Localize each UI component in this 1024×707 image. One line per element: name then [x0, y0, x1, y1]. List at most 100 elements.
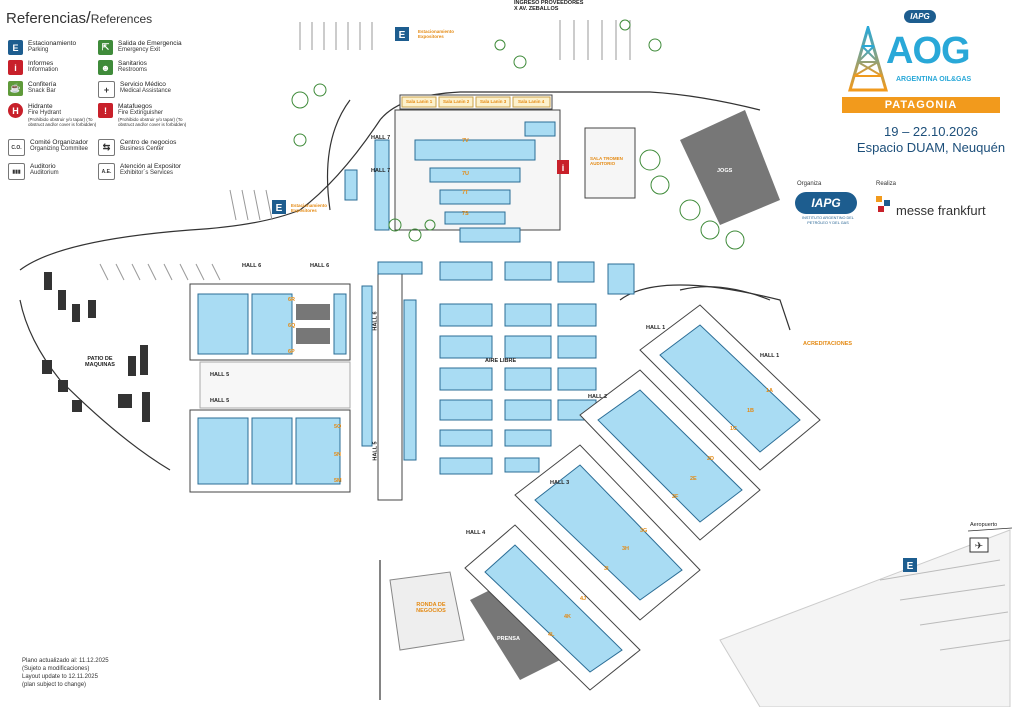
sector-code-2d: 2D [707, 456, 715, 462]
sector-code-1c: 1C [730, 426, 738, 432]
legend-title-text: Referencias [6, 10, 87, 27]
aeropuerto-label: Aeropuerto [970, 522, 998, 528]
legend-item-sublabel: Fire Extinguisher [118, 110, 164, 116]
prensa-label: PRENSA [497, 636, 520, 642]
derrick-logo-icon [848, 26, 888, 92]
emergency-exit-icon: ⇱ [98, 40, 113, 55]
ronda-label: RONDA DE NEGOCIOS [416, 602, 446, 614]
organizing-committee-icon: C.O. [8, 139, 25, 156]
sector-code-6p: 6P [288, 349, 295, 355]
sector-code-3i: 3I [604, 566, 609, 572]
hall-4-label: HALL 4 [466, 530, 486, 536]
realiza-label: Realiza [876, 181, 897, 187]
map-parking-markers: E E E [272, 27, 917, 572]
iapg-top-badge: IAPG [904, 10, 936, 23]
sector-code-4j: 4J [580, 596, 587, 602]
patio-maquinas-label: PATIO DE MAQUINAS [85, 356, 115, 368]
legend-item-label: Estacionamiento [28, 40, 77, 47]
legend-item-label: Confitería [28, 81, 57, 88]
jogs-label: JOGS [717, 168, 733, 174]
central-corridor [361, 269, 417, 501]
sector-code-7v: 7V [462, 138, 469, 144]
sector-code-1b: 1B [747, 408, 755, 414]
iapg-fullname: INSTITUTO ARGENTINO DEL PETRÓLEO Y DEL G… [802, 216, 854, 225]
legend-item-sublabel: Snack Bar [28, 88, 56, 94]
aire-libre-booths [377, 261, 635, 475]
event-venue: Espacio DUAM, Neuquén [856, 140, 1006, 155]
sector-code-7s: 7S [462, 211, 469, 217]
est-expo-top-label: Estacionamiento Expositores [418, 29, 455, 39]
legend-item-note: (Prohibido obstruir y/o tapar) (To obstr… [28, 117, 97, 127]
sector-code-1a: 1A [766, 388, 774, 394]
region-banner: PATAGONIA [842, 97, 1000, 113]
legend-item-sublabel: Information [28, 67, 59, 73]
footer-note-line1: Plano actualizado al: 11.12.2025 [22, 658, 109, 664]
legend-item-note: (Prohibido obstruir y/o tapar) (To obstr… [118, 117, 187, 127]
sala-tromen-label: SALA TROMEN AUDITORIO [590, 156, 623, 166]
sector-code-4k: 4K [564, 614, 572, 620]
aire-libre-label: AIRE LIBRE [485, 358, 517, 364]
courtyard [199, 361, 351, 409]
hall-5-label-a: HALL 5 [210, 372, 230, 378]
restrooms-icon: ☻ [98, 60, 113, 75]
svg-text:i: i [562, 163, 565, 173]
parking-icon: E [8, 40, 23, 55]
diagonal-halls [464, 304, 821, 691]
airport-arrow [967, 527, 1013, 532]
ingreso-line2: X AV. ZEBALLOS [514, 6, 559, 12]
legend-item-label: Sanitarios [118, 60, 147, 67]
airport-icon [969, 537, 989, 553]
sector-code-3g: 3G [640, 528, 648, 534]
legend-item-sublabel: Organizing Commitee [30, 146, 89, 152]
footer-note-line2: (Sujeto a modificaciones) [22, 666, 90, 672]
sector-code-7t: 7T [462, 190, 469, 196]
sector-code-7u: 7U [462, 171, 470, 177]
sector-code-2e: 2E [690, 476, 697, 482]
exhibitor-services-icon: A.E. [98, 163, 115, 180]
sala-lanin-4: Sala Lanin 4 [518, 99, 545, 104]
hall-7-label-b: HALL 7 [371, 168, 391, 174]
legend-item-sublabel: Emergency Exit [118, 47, 161, 53]
medical-assistance-icon: + [98, 81, 115, 98]
ronda-building [389, 571, 465, 651]
sector-code-5o: 5O [334, 424, 342, 430]
legend-title: Referencias/References [6, 8, 153, 27]
jogs-building [680, 110, 780, 225]
hall-6-block [189, 283, 351, 361]
outer-parking-area [719, 529, 1011, 707]
legend-subtitle: References [90, 12, 153, 26]
legend-item-label: Comité Organizador [30, 139, 89, 146]
machinery-icons [42, 272, 150, 422]
organiza-label: Organiza [797, 181, 822, 187]
iapg-logo: IAPG [795, 192, 857, 214]
footer-note-line4: (plan subject to change) [22, 682, 87, 688]
sector-code-2f: 2F [672, 494, 679, 500]
legend-item-sublabel: Parking [28, 47, 49, 53]
hall-7-label-a: HALL 7 [371, 135, 391, 141]
legend-item-label: Matafuegos [118, 103, 152, 110]
hall-6-label-c: HALL 6 [372, 311, 379, 331]
sector-code-3h: 3H [622, 546, 630, 552]
sector-code-6r: 6R [288, 297, 296, 303]
aog-subtitle: ARGENTINA OIL&GAS [896, 76, 972, 83]
legend-item-label: Informes [28, 60, 54, 67]
legend-item-sublabel: Restrooms [118, 67, 148, 73]
business-center-icon: ⇆ [98, 139, 115, 156]
central-building [344, 94, 636, 243]
svg-text:E: E [276, 203, 283, 214]
sala-lanin-3: Sala Lanin 3 [480, 99, 507, 104]
est-expo-mid-label: Estacionamiento Expositores [291, 203, 328, 213]
aog-wordmark: AOG [886, 30, 971, 72]
messe-frankfurt-logo-icon [876, 196, 890, 212]
road-lines [19, 91, 791, 700]
